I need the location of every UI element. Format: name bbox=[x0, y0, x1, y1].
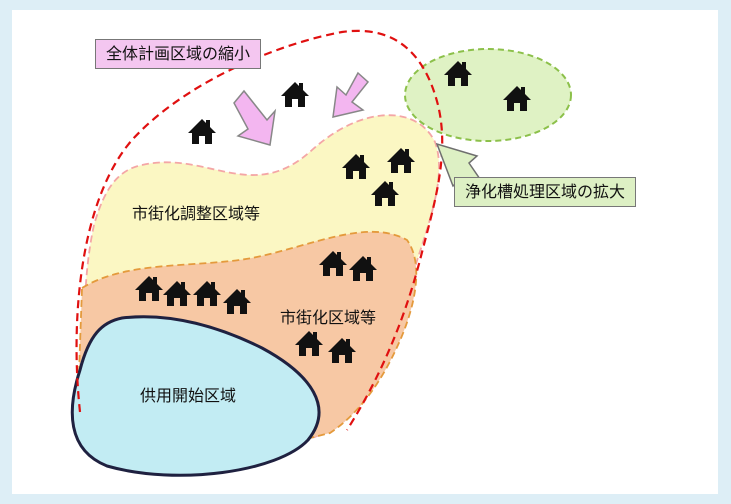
septic-expansion-area bbox=[404, 48, 572, 142]
adjustment-zone-label: 市街化調整区域等 bbox=[132, 204, 261, 223]
house-icon bbox=[188, 119, 216, 144]
service-start-zone-label: 供用開始区域 bbox=[140, 386, 237, 405]
expand-callout: 浄化槽処理区域の拡大 bbox=[454, 177, 637, 207]
service-start-zone-shape bbox=[70, 315, 321, 477]
diagram-svg bbox=[70, 29, 572, 477]
shrink-arrow-right bbox=[332, 71, 370, 118]
urbanization-zone-label: 市街化区域等 bbox=[280, 308, 377, 327]
shrink-callout: 全体計画区域の縮小 bbox=[95, 39, 262, 69]
diagram-canvas: 全体計画区域の縮小 浄化槽処理区域の拡大 市街化調整区域等 市街化区域等 供用開… bbox=[12, 10, 718, 494]
overall-plan-boundary bbox=[75, 29, 444, 431]
house-icon bbox=[281, 82, 309, 107]
shrink-arrow-left bbox=[233, 89, 277, 146]
